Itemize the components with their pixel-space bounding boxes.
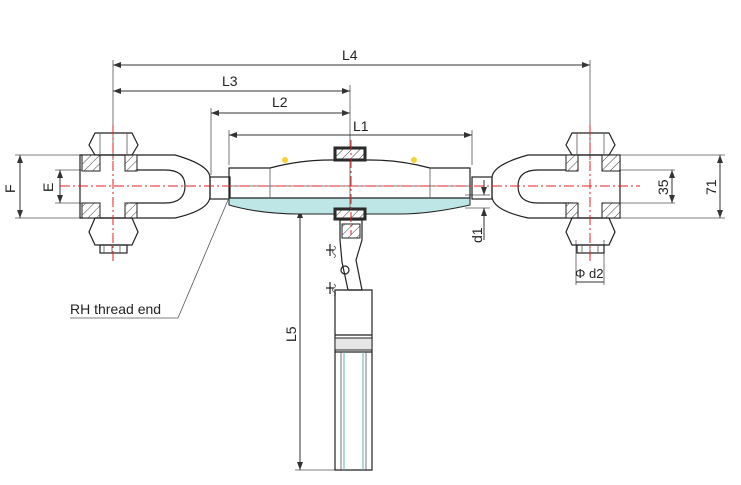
label-71: 71	[703, 179, 719, 195]
dimension-L1: L1	[228, 118, 473, 165]
turnbuckle-body	[228, 146, 471, 221]
label-F: F	[2, 184, 18, 193]
label-d1: d1	[469, 227, 485, 243]
hotstick-assembly	[326, 219, 373, 471]
label-L5: L5	[283, 326, 299, 342]
rh-thread-leader: RH thread end	[70, 199, 229, 319]
dimension-L3: L3	[113, 73, 351, 160]
threaded-rods	[209, 176, 493, 200]
label-35: 35	[655, 179, 671, 195]
dimension-71: 71	[620, 154, 725, 219]
dimension-d1: d1	[465, 180, 490, 243]
dimension-d2: Φ d2	[575, 240, 605, 285]
label-L3: L3	[222, 73, 238, 89]
label-d2: Φ d2	[575, 266, 603, 281]
label-rh-thread: RH thread end	[70, 301, 161, 317]
label-L1: L1	[353, 118, 369, 134]
label-E: E	[40, 183, 56, 192]
right-clevis	[491, 132, 621, 254]
dimension-F: F	[2, 154, 80, 219]
dimension-35: 35	[610, 169, 675, 204]
label-L4: L4	[342, 47, 358, 63]
left-clevis	[79, 132, 211, 254]
dimension-L2: L2	[210, 94, 350, 175]
label-L2: L2	[272, 94, 288, 110]
centerlines	[60, 125, 640, 262]
